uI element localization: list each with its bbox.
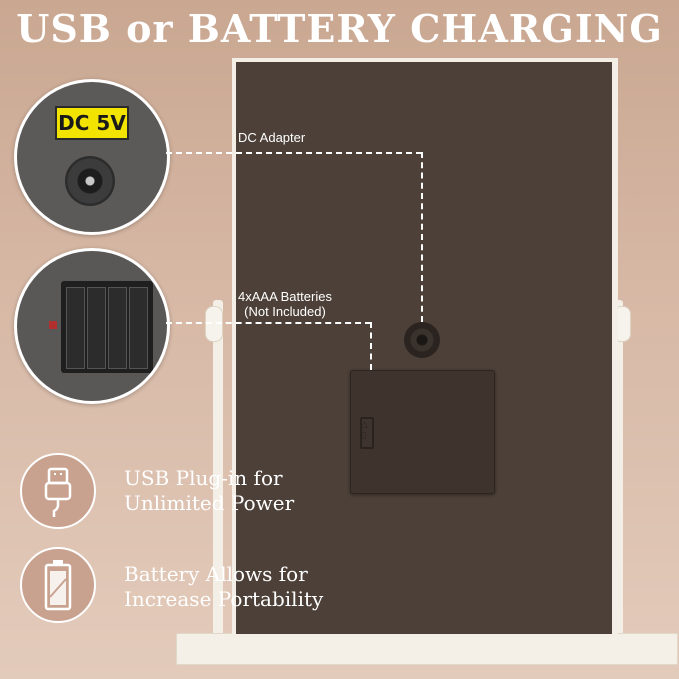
batteries-label-line1: 4xAAA Batteries: [238, 289, 332, 304]
feature-battery-line1: Battery Allows for: [124, 562, 308, 586]
battery-bay-icon: [61, 281, 153, 373]
battery-icon: [20, 547, 96, 623]
open-arrow-icon: ◁ ▭: [359, 421, 369, 440]
dc-jack-icon: [404, 322, 440, 358]
batteries-label: 4xAAA Batteries (Not Included): [238, 289, 332, 319]
stand-base: [176, 633, 678, 665]
battery-bay-closeup: [14, 248, 170, 404]
feature-battery-line2: Increase Portability: [124, 587, 324, 611]
dc-port-closeup: DC 5V: [14, 79, 170, 235]
dc-badge: DC 5V: [55, 106, 129, 140]
feature-battery: Battery Allows for Increase Portability: [124, 562, 323, 612]
battery-compartment-cover: ◁ ▭: [350, 370, 495, 494]
batteries-label-line2: (Not Included): [244, 304, 326, 319]
cover-notch: [360, 417, 374, 449]
stand-post-right: [613, 300, 623, 640]
dc-adapter-label: DC Adapter: [238, 130, 306, 145]
usb-plug-icon: [20, 453, 96, 529]
page-title: USB or BATTERY CHARGING: [16, 6, 663, 51]
battery-slot-icon: [129, 287, 148, 369]
connector-dc-vertical: [421, 152, 423, 322]
battery-slot-icon: [66, 287, 85, 369]
feature-usb: USB Plug-in for Unlimited Power: [124, 466, 294, 516]
feature-usb-line1: USB Plug-in for: [124, 466, 283, 490]
feature-usb-line2: Unlimited Power: [124, 491, 295, 515]
dc-port-icon: [65, 156, 115, 206]
connector-dc-horizontal: [166, 152, 422, 154]
battery-slot-icon: [108, 287, 127, 369]
connector-battery-horizontal: [166, 322, 371, 324]
stand-post-left: [213, 300, 223, 640]
switch-icon: [49, 321, 57, 329]
connector-battery-vertical: [370, 322, 372, 370]
pivot-knob-left: [205, 306, 223, 342]
battery-slot-icon: [87, 287, 106, 369]
